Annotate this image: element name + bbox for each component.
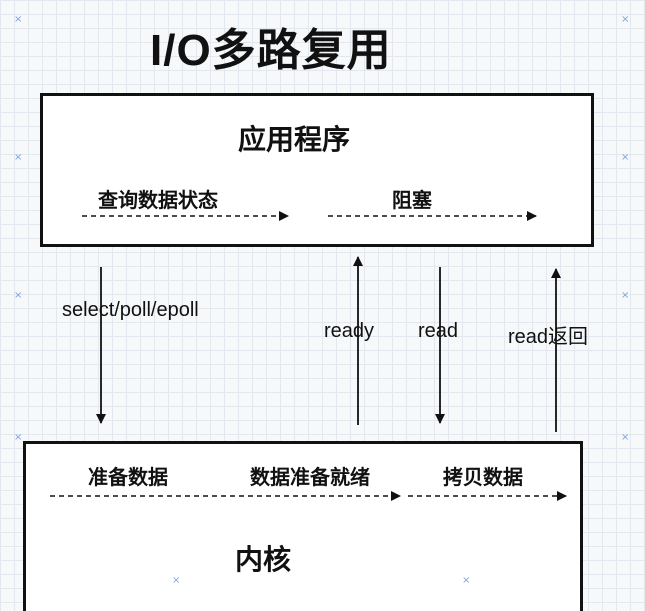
grid-mark: × <box>621 290 630 301</box>
grid-mark: × <box>14 290 23 301</box>
ready-label: ready <box>324 320 375 342</box>
app-step-blocking: 阻塞 <box>392 190 432 212</box>
application-label: 应用程序 <box>238 124 351 155</box>
grid-mark: × <box>621 432 630 443</box>
diagram-title: I/O多路复用 <box>150 26 392 75</box>
select-poll-epoll-label: select/poll/epoll <box>62 299 199 321</box>
kernel-step-prepare-data: 准备数据 <box>88 467 168 489</box>
grid-mark: × <box>462 575 471 586</box>
app-step-query-status: 查询数据状态 <box>98 190 218 212</box>
application-box <box>40 93 594 247</box>
grid-mark: × <box>14 14 23 25</box>
kernel-step-copy-data: 拷贝数据 <box>443 467 523 489</box>
grid-mark: × <box>14 432 23 443</box>
grid-mark: × <box>14 152 23 163</box>
grid-mark: × <box>172 575 181 586</box>
read-return-label: read返回 <box>508 326 589 348</box>
kernel-label: 内核 <box>235 544 292 575</box>
kernel-box <box>23 441 583 611</box>
grid-mark: × <box>621 152 630 163</box>
grid-mark: × <box>621 14 630 25</box>
read-label: read <box>418 320 459 342</box>
kernel-step-data-ready: 数据准备就绪 <box>250 467 370 489</box>
